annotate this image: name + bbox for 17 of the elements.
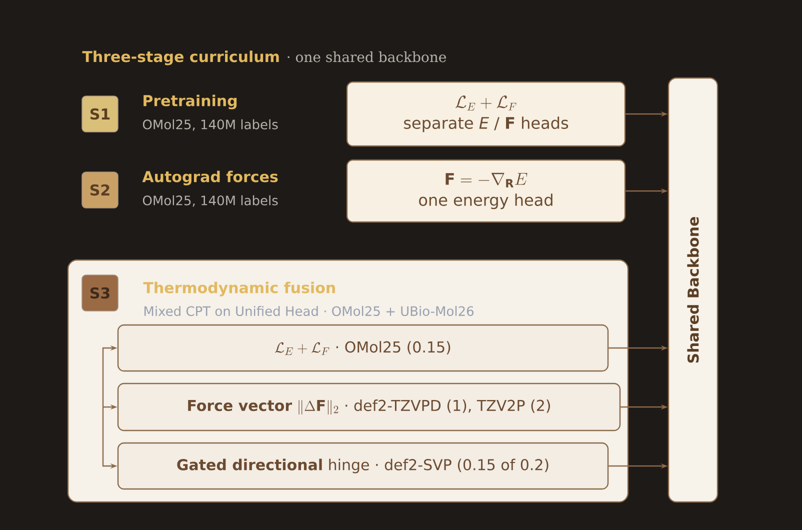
stage-badge: S2 [82, 172, 118, 208]
title: Three-stage curriculum [82, 50, 279, 66]
process-box: $\mathbf{F}=-\nabla_{\mathbf{R}}E$ one energy head [346, 159, 626, 223]
subtitle: · one shared backbone [288, 51, 446, 62]
process-box: $\mathcal{L}_E+\mathcal{L}_F$ separate E / F heads [346, 81, 626, 147]
stage-badge: S3 [82, 274, 118, 312]
panel-title: Thermodynamic fusion [143, 282, 335, 296]
loss-box: Force vector $\|\Delta\mathbf{F}\|_2$ · def2-TZVPD (1), TZV2P (2) [117, 382, 621, 432]
stage-title: Autograd forces [142, 170, 278, 186]
loss-box: $\mathcal{L}_E+\mathcal{L}_F$ · OMol25 (0.15) [117, 324, 609, 372]
loss-box: Gated directional hinge · def2-SVP (0.15 of 0.2) [117, 442, 609, 490]
stage-subtitle: OMol25, 140M labels [142, 119, 278, 131]
backbone-bar: Shared Backbone [668, 77, 718, 503]
stage-title: Pretraining [144, 94, 237, 110]
stage-subtitle: OMol25, 140M labels [142, 195, 278, 207]
stage-badge: S1 [82, 96, 118, 132]
panel-subtitle: Mixed CPT on Unified Head · OMol25 + UBio-Mol26 [144, 306, 474, 316]
